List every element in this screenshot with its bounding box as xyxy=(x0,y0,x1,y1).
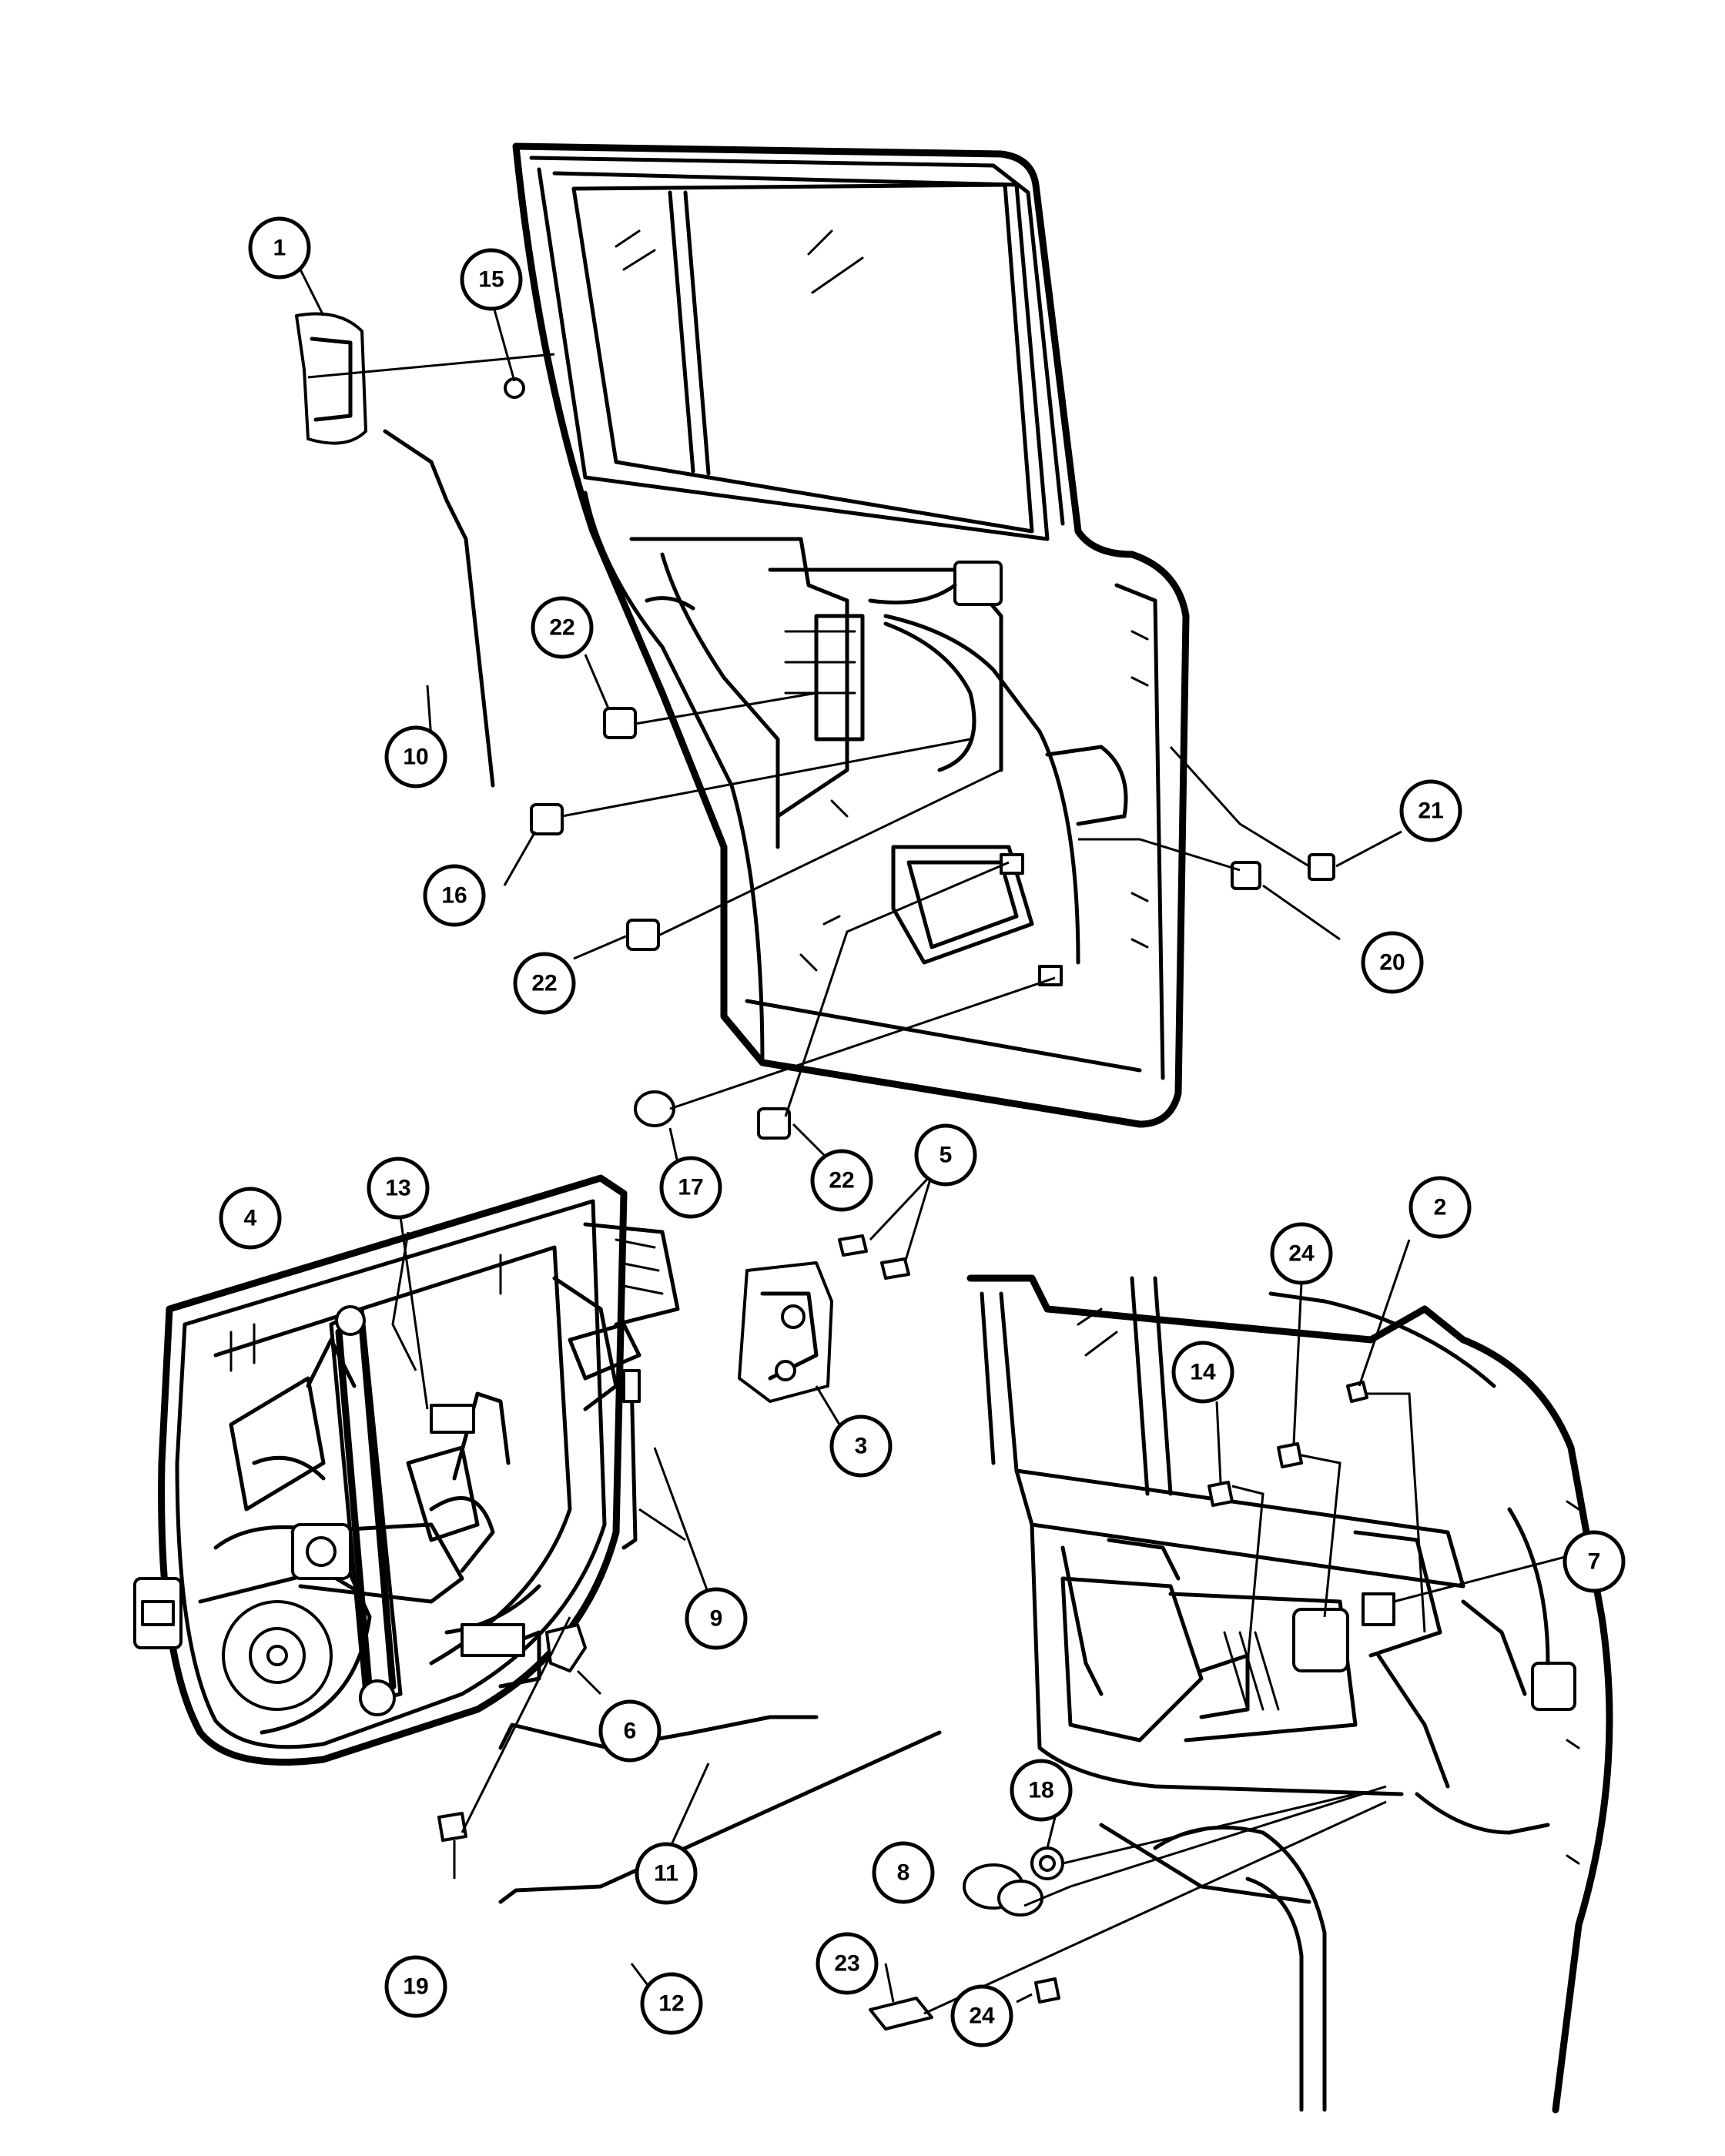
grommet-17 xyxy=(634,1090,675,1127)
callout-14: 14 xyxy=(1171,1341,1234,1404)
callout-15: 15 xyxy=(460,248,523,311)
callout-20: 20 xyxy=(1361,931,1424,994)
clip-22-upper xyxy=(603,707,637,739)
callout-8: 8 xyxy=(872,1841,935,1904)
callout-9: 9 xyxy=(685,1587,748,1650)
callout-3: 3 xyxy=(829,1414,893,1478)
bolt-14 xyxy=(1208,1481,1234,1507)
clip-22-middle xyxy=(626,919,660,951)
svg-text:13: 13 xyxy=(385,1176,410,1201)
svg-text:10: 10 xyxy=(403,745,428,770)
svg-text:7: 7 xyxy=(1588,1549,1601,1575)
svg-text:12: 12 xyxy=(658,1991,684,2017)
svg-text:15: 15 xyxy=(478,267,504,293)
svg-text:22: 22 xyxy=(829,1168,854,1194)
svg-text:19: 19 xyxy=(403,1974,428,2000)
callout-16: 16 xyxy=(423,864,486,927)
callout-24-lower: 24 xyxy=(950,1984,1013,2047)
callout-21: 21 xyxy=(1399,779,1462,842)
callout-19: 19 xyxy=(384,1955,447,2018)
leader-lines xyxy=(299,269,1572,2015)
outside-handle xyxy=(295,312,367,445)
svg-text:24: 24 xyxy=(969,2004,995,2029)
bolt-2 xyxy=(1346,1381,1368,1403)
clip-16 xyxy=(530,803,564,835)
svg-text:20: 20 xyxy=(1379,950,1405,976)
rod-10 xyxy=(383,429,495,788)
bolt-19 xyxy=(437,1812,467,1842)
svg-text:9: 9 xyxy=(710,1606,723,1632)
clip-22-lower xyxy=(757,1107,791,1140)
rod-12 xyxy=(498,1730,942,1904)
svg-text:22: 22 xyxy=(531,971,557,996)
inner-door-panel xyxy=(966,1274,1613,2114)
callout-11: 11 xyxy=(635,1842,698,1905)
svg-text:21: 21 xyxy=(1418,798,1443,824)
callout-17: 17 xyxy=(659,1156,722,1219)
rod-9 xyxy=(621,1376,638,1550)
callout-2: 2 xyxy=(1408,1176,1472,1239)
bolt-24-upper xyxy=(1277,1442,1303,1468)
part-6 xyxy=(545,1623,587,1672)
door-shell-top xyxy=(512,142,1190,1128)
svg-text:8: 8 xyxy=(897,1860,910,1886)
svg-text:17: 17 xyxy=(678,1175,703,1200)
clip-20 xyxy=(1231,861,1261,890)
clip-21 xyxy=(1308,853,1335,881)
svg-text:22: 22 xyxy=(549,615,574,641)
callout-22-upper: 22 xyxy=(531,596,594,659)
loose-parts xyxy=(295,312,1368,2030)
bolt-24-lower xyxy=(1034,1977,1060,2004)
svg-text:3: 3 xyxy=(855,1434,868,1459)
clip-15 xyxy=(504,377,525,399)
callout-23: 23 xyxy=(816,1932,879,1995)
svg-text:18: 18 xyxy=(1028,1778,1053,1803)
part-23 xyxy=(869,1997,933,2030)
bolt-5b xyxy=(880,1257,910,1280)
svg-text:6: 6 xyxy=(624,1719,637,1744)
callout-6: 6 xyxy=(598,1699,662,1763)
door-trim-panel xyxy=(133,1174,680,1766)
callout-4: 4 xyxy=(219,1187,282,1250)
svg-text:1: 1 xyxy=(273,236,286,261)
callout-5: 5 xyxy=(914,1123,977,1187)
svg-text:24: 24 xyxy=(1288,1241,1315,1267)
callout-24-upper: 24 xyxy=(1270,1222,1333,1285)
svg-text:4: 4 xyxy=(244,1206,257,1231)
svg-text:5: 5 xyxy=(940,1143,953,1168)
bolt-5a xyxy=(838,1234,868,1257)
svg-text:16: 16 xyxy=(441,883,467,909)
callout-10: 10 xyxy=(384,725,447,788)
svg-text:23: 23 xyxy=(834,1951,859,1977)
callout-18: 18 xyxy=(1010,1759,1073,1822)
svg-text:14: 14 xyxy=(1190,1360,1216,1385)
callout-22-lower: 22 xyxy=(810,1149,873,1212)
callout-12: 12 xyxy=(640,1972,703,2035)
svg-text:2: 2 xyxy=(1434,1195,1447,1220)
callout-1: 1 xyxy=(248,216,311,280)
callout-7: 7 xyxy=(1563,1530,1626,1593)
svg-text:11: 11 xyxy=(654,1861,678,1886)
callout-13: 13 xyxy=(367,1157,430,1220)
callout-22-middle: 22 xyxy=(513,952,576,1015)
